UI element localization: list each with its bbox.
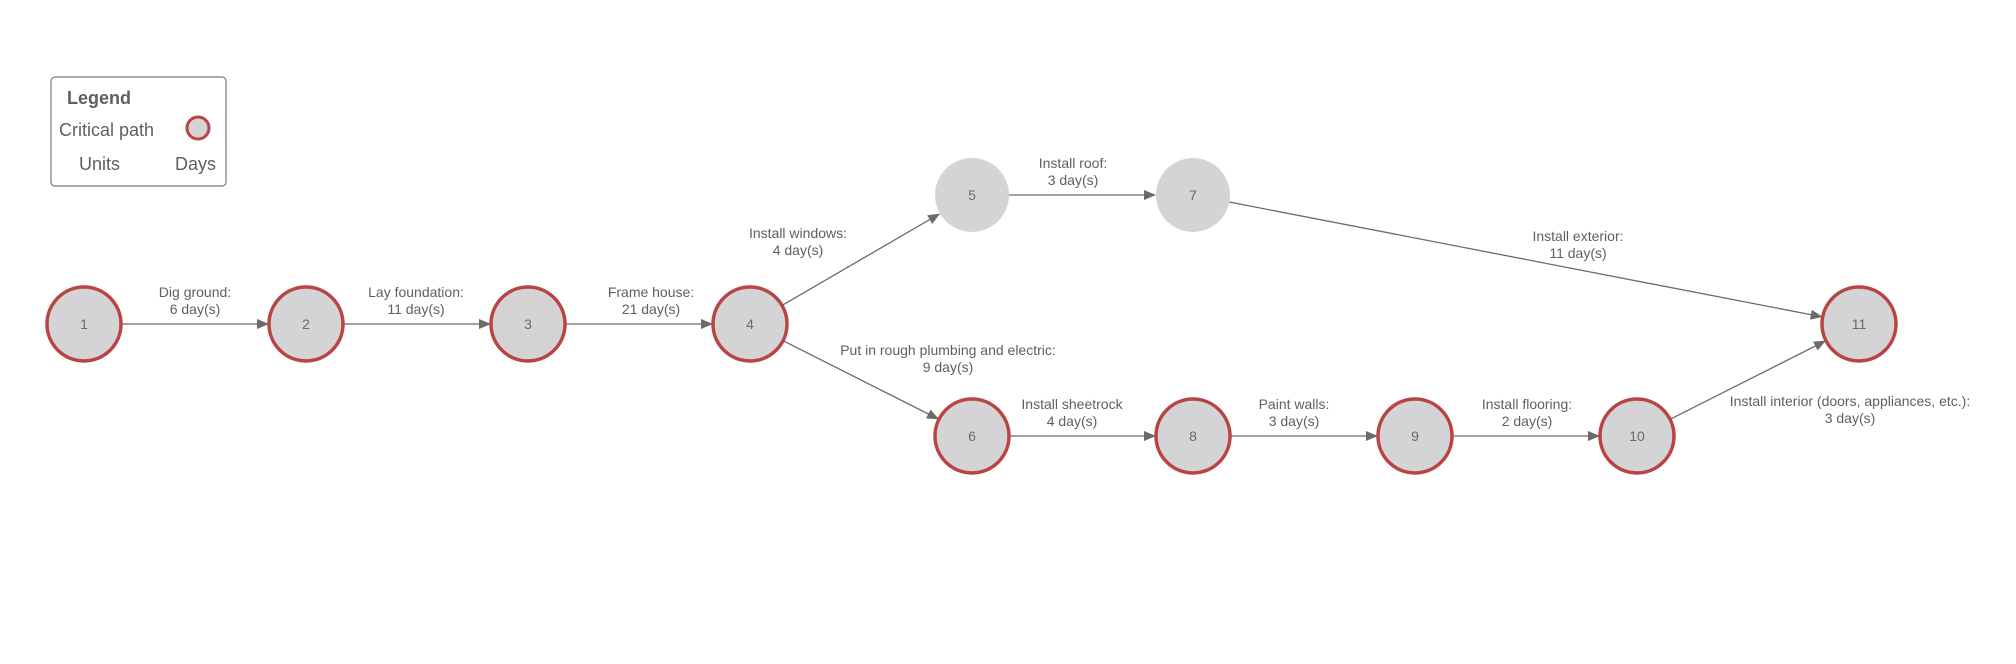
edge-task-label: Install roof: xyxy=(1039,155,1107,171)
edge-layer: Dig ground:6 day(s)Lay foundation:11 day… xyxy=(121,155,1970,441)
node-6[interactable]: 6 xyxy=(933,397,1011,475)
node-circle[interactable] xyxy=(933,397,1011,475)
edge-9-10: Install flooring:2 day(s) xyxy=(1452,396,1600,441)
edge-3-4: Frame house:21 day(s) xyxy=(565,284,713,329)
edge-5-7: Install roof:3 day(s) xyxy=(1009,155,1156,200)
node-circle[interactable] xyxy=(45,285,123,363)
legend-critical-swatch xyxy=(185,115,211,141)
edge-task-label: Lay foundation: xyxy=(368,284,464,300)
edge-duration-label: 3 day(s) xyxy=(1825,410,1876,426)
edge-task-label: Install windows: xyxy=(749,225,847,241)
edge-arrow xyxy=(781,213,941,306)
edge-duration-label: 21 day(s) xyxy=(622,301,680,317)
edge-arrow xyxy=(1669,340,1826,420)
edge-duration-label: 3 day(s) xyxy=(1269,413,1320,429)
edge-task-label: Dig ground: xyxy=(159,284,231,300)
node-circle[interactable] xyxy=(1598,397,1676,475)
edge-1-2: Dig ground:6 day(s) xyxy=(121,284,269,329)
edge-task-label: Put in rough plumbing and electric: xyxy=(840,342,1056,358)
edge-task-label: Paint walls: xyxy=(1259,396,1330,412)
legend-units-value: Days xyxy=(175,154,216,174)
edge-duration-label: 3 day(s) xyxy=(1048,172,1099,188)
node-circle[interactable] xyxy=(935,158,1009,232)
node-label: 2 xyxy=(302,316,310,332)
edge-2-3: Lay foundation:11 day(s) xyxy=(343,284,491,329)
node-label: 4 xyxy=(746,316,754,332)
node-circle[interactable] xyxy=(1376,397,1454,475)
legend: Legend Critical path Units Days xyxy=(50,76,227,187)
edge-duration-label: 11 day(s) xyxy=(387,301,444,317)
edge-4-6: Put in rough plumbing and electric:9 day… xyxy=(782,340,1056,420)
node-4[interactable]: 4 xyxy=(711,285,789,363)
edge-duration-label: 4 day(s) xyxy=(773,242,824,258)
node-circle[interactable] xyxy=(1154,397,1232,475)
node-label: 8 xyxy=(1189,428,1197,444)
node-3[interactable]: 3 xyxy=(489,285,567,363)
edge-duration-label: 6 day(s) xyxy=(170,301,221,317)
node-label: 1 xyxy=(80,316,88,332)
node-circle[interactable] xyxy=(267,285,345,363)
node-circle[interactable] xyxy=(489,285,567,363)
node-label: 11 xyxy=(1852,316,1867,332)
node-8[interactable]: 8 xyxy=(1154,397,1232,475)
legend-title: Legend xyxy=(67,88,131,108)
node-10[interactable]: 10 xyxy=(1598,397,1676,475)
node-11[interactable]: 11 xyxy=(1820,285,1898,363)
edge-duration-label: 11 day(s) xyxy=(1549,245,1606,261)
node-9[interactable]: 9 xyxy=(1376,397,1454,475)
node-7[interactable]: 7 xyxy=(1156,158,1230,232)
node-1[interactable]: 1 xyxy=(45,285,123,363)
node-circle[interactable] xyxy=(711,285,789,363)
edge-task-label: Install interior (doors, appliances, etc… xyxy=(1730,393,1970,409)
node-2[interactable]: 2 xyxy=(267,285,345,363)
node-layer: 1 2 3 4 5 6 7 8 9 10 11 xyxy=(45,158,1898,475)
edge-task-label: Install exterior: xyxy=(1532,228,1623,244)
edge-7-11: Install exterior:11 day(s) xyxy=(1229,201,1823,320)
node-circle[interactable] xyxy=(1820,285,1898,363)
node-label: 9 xyxy=(1411,428,1419,444)
node-label: 3 xyxy=(524,316,532,332)
node-label: 6 xyxy=(968,428,976,444)
edge-duration-label: 2 day(s) xyxy=(1502,413,1553,429)
edge-arrow xyxy=(1229,201,1823,320)
edge-duration-label: 9 day(s) xyxy=(923,359,974,375)
node-circle[interactable] xyxy=(1156,158,1230,232)
node-label: 5 xyxy=(968,187,976,203)
edge-4-5: Install windows:4 day(s) xyxy=(749,213,941,306)
edge-task-label: Install flooring: xyxy=(1482,396,1572,412)
node-label: 7 xyxy=(1189,187,1197,203)
edge-task-label: Install sheetrock xyxy=(1021,396,1123,412)
legend-box xyxy=(50,76,227,187)
edge-duration-label: 4 day(s) xyxy=(1047,413,1098,429)
legend-units-label: Units xyxy=(79,154,120,174)
node-label: 10 xyxy=(1629,428,1645,444)
legend-critical-label: Critical path xyxy=(59,120,154,140)
edge-10-11: Install interior (doors, appliances, etc… xyxy=(1669,340,1970,426)
edge-arrow xyxy=(782,340,939,420)
edge-task-label: Frame house: xyxy=(608,284,694,300)
node-5[interactable]: 5 xyxy=(935,158,1009,232)
edge-8-9: Paint walls:3 day(s) xyxy=(1230,396,1378,441)
